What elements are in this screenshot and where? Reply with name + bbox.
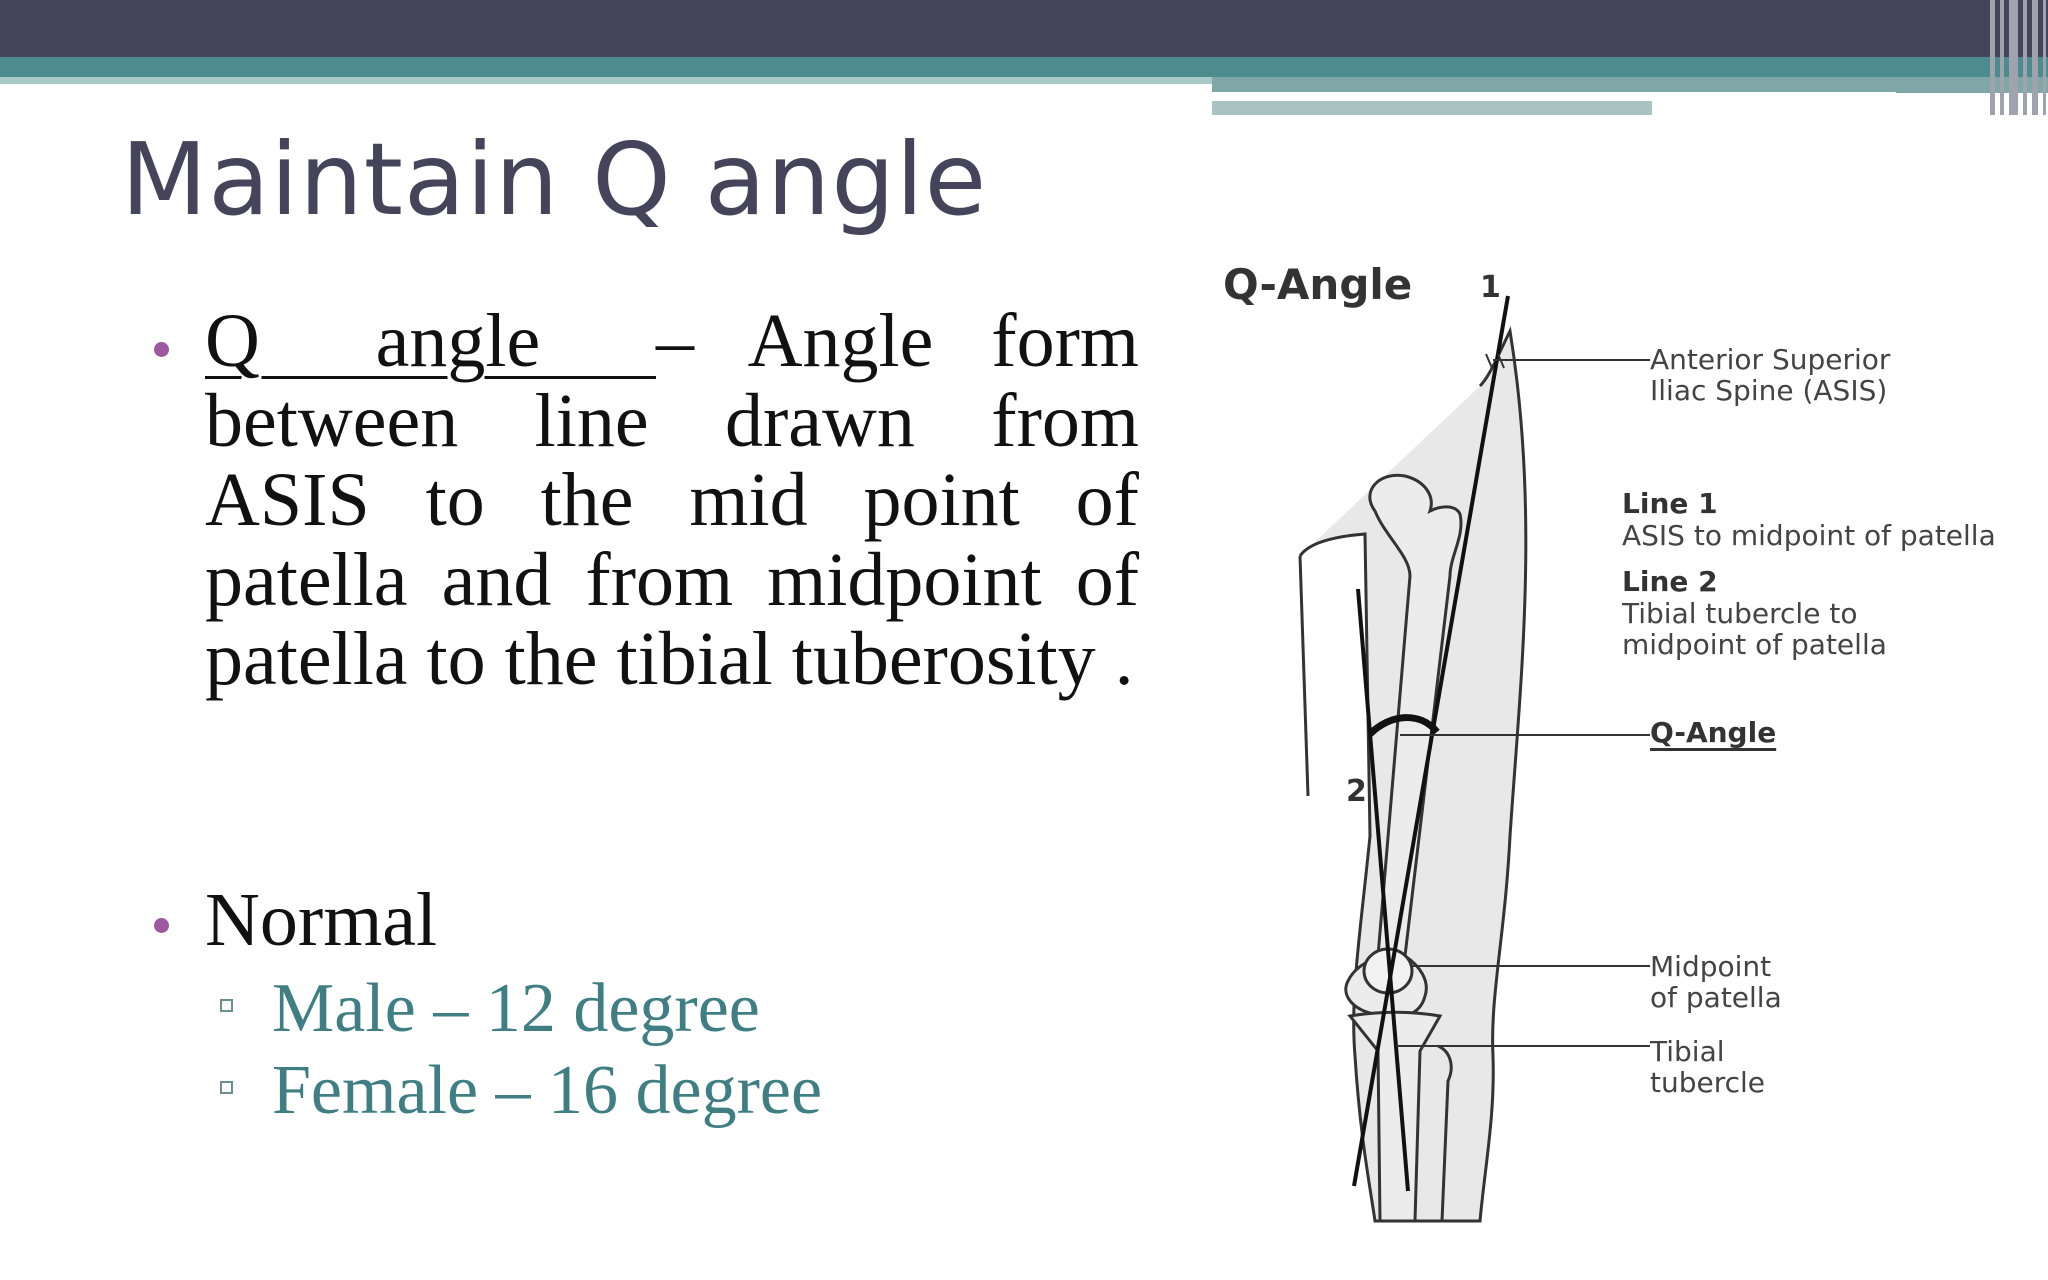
sub-bullet-square [220, 1081, 233, 1094]
header-accent-line [0, 77, 1212, 84]
line-1-description: ASIS to midpoint of patella [1622, 519, 1996, 552]
line-2-title: Line 2 [1622, 565, 1718, 598]
header-right-block-lower [1212, 101, 1652, 115]
line-1 [1352, 295, 1510, 1187]
definition-paragraph: Q angle – Angle form between line drawn … [205, 299, 1139, 701]
header-teal-band [0, 57, 2048, 77]
leg-diagram [1298, 295, 1650, 1223]
q-angle-label: Q-Angle [1650, 716, 1777, 749]
bullet-dot [154, 918, 169, 933]
bullet-dot [154, 342, 169, 357]
line-2-description: Tibial tubercle to midpoint of patella [1622, 597, 1887, 661]
header-right-block [1212, 77, 2048, 93]
sub-bullet-square [220, 999, 233, 1012]
header-band [0, 0, 2048, 57]
header-vertical-bars [1988, 0, 2048, 115]
asis-label: Anterior Superior Iliac Spine (ASIS) [1650, 343, 1891, 407]
line-1-title: Line 1 [1622, 487, 1718, 520]
normal-label: Normal [205, 878, 438, 962]
figure-heading: Q-Angle [1223, 260, 1413, 309]
tibia-outline [1347, 1010, 1443, 1223]
q-angle-figure: Q-Angle 1 2 Anterior Superior Iliac Spin… [1210, 236, 2048, 1236]
q-angle-arc [1367, 714, 1440, 737]
normal-male-value: Male – 12 degree [272, 970, 760, 1047]
header-right-line [1212, 92, 1896, 97]
tubercle-label: Tibial tubercle [1650, 1035, 1766, 1099]
slide-title: Maintain Q angle [121, 121, 988, 238]
definition-body: – Angle form between line drawn from ASI… [205, 299, 1139, 701]
line-1-number: 1 [1480, 270, 1501, 305]
definition-term: Q angle [205, 299, 656, 383]
midpoint-label: Midpoint of patella [1650, 950, 1782, 1014]
normal-female-value: Female – 16 degree [272, 1052, 823, 1129]
line-2-number: 2 [1346, 774, 1367, 809]
line-2 [1356, 588, 1410, 1192]
fibula-outline [1437, 1044, 1453, 1222]
